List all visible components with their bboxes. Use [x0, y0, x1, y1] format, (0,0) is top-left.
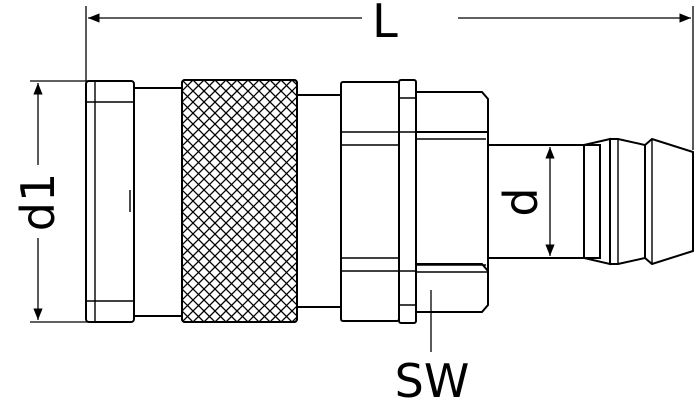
dimension-outer-diameter: d1 [11, 80, 88, 323]
hose-diameter-label: d [494, 187, 548, 216]
length-label: L [372, 0, 398, 48]
body-segment [133, 87, 183, 317]
outer-diameter-label: d1 [11, 173, 65, 231]
hex-nut-2 [415, 91, 489, 313]
knurled-ring [181, 79, 298, 323]
wrench-size-label: SW [395, 354, 470, 404]
front-sleeve [85, 80, 135, 323]
dimension-hose-diameter: d [494, 147, 555, 256]
neck-segment [296, 94, 342, 308]
dimension-length: L [85, 0, 694, 150]
hex-nut-1 [340, 81, 400, 322]
dimension-wrench-size: SW [395, 290, 470, 404]
lock-ring [398, 79, 417, 324]
hose-barb [487, 137, 694, 266]
